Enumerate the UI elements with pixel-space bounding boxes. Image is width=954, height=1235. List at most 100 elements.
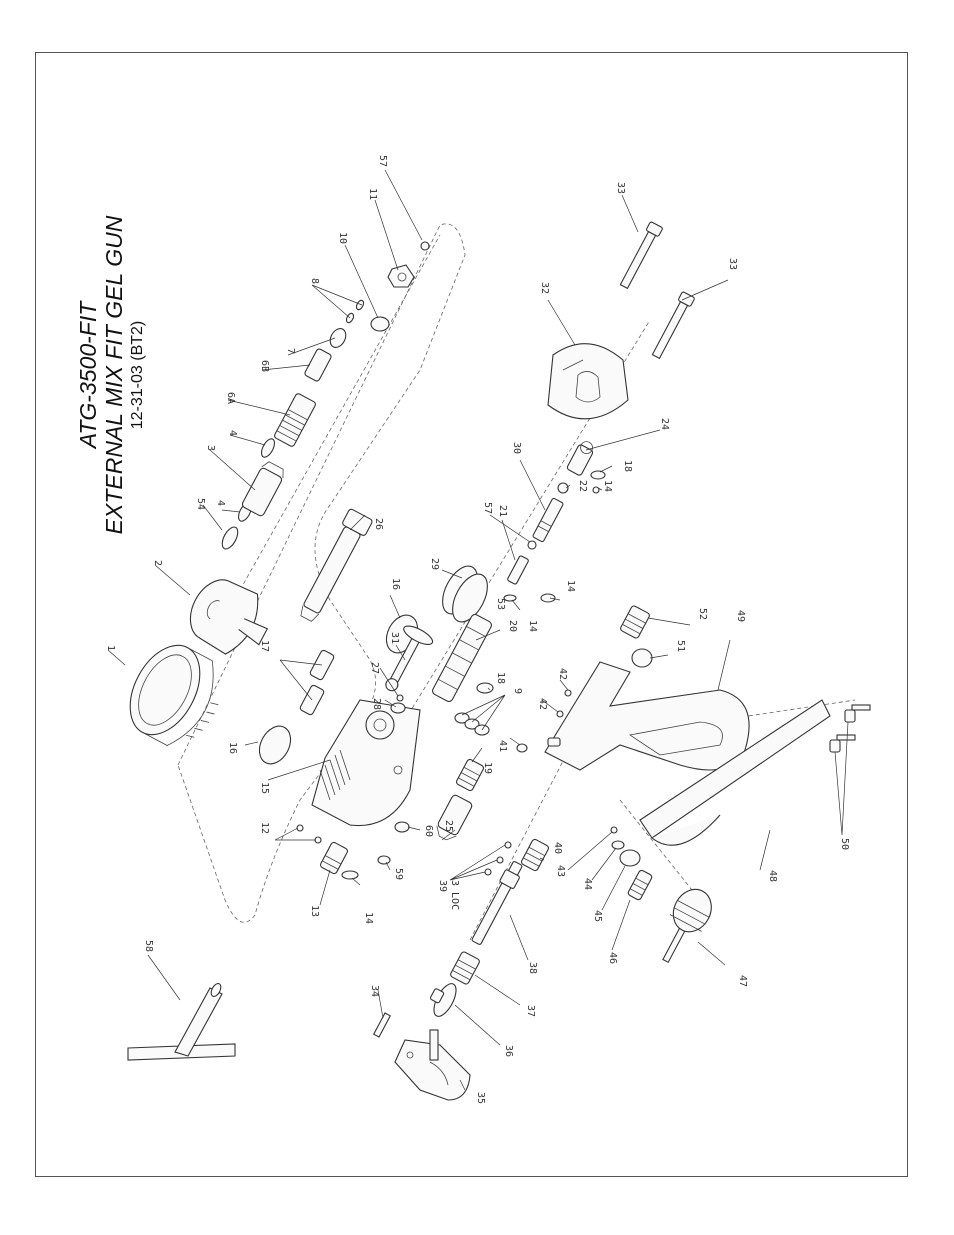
part-fitting-37 [450, 951, 481, 985]
callout-18a: 18 [622, 460, 633, 472]
part-gun-body-15 [312, 700, 420, 826]
callout-20: 20 [507, 620, 518, 632]
title-date: 12-31-03 (BT2) [129, 321, 146, 430]
part-nut-45 [620, 850, 640, 866]
part-washer-4b [259, 437, 277, 459]
callout-58: 58 [143, 940, 154, 952]
part-t-wrench-58 [128, 982, 235, 1060]
callout-19: 19 [482, 762, 493, 774]
callout-3: 3 [205, 445, 216, 451]
callout-53: 53 [495, 598, 506, 610]
part-oring-18b [477, 683, 493, 693]
callout-54: 54 [195, 498, 206, 510]
part-fitting-26 [295, 508, 373, 624]
title-block: ATG-3500-FIT EXTERNAL MIX FIT GEL GUN 12… [75, 215, 146, 534]
callout-24: 24 [659, 418, 670, 430]
callout-27: 27 [369, 662, 380, 674]
part-nozzle-25 [433, 794, 473, 843]
callout-33a: 33 [615, 182, 626, 194]
callout-16a: 16 [390, 578, 401, 590]
callout-30: 30 [511, 442, 522, 454]
part-rod-38 [469, 860, 525, 947]
callout-33b: 33 [727, 258, 738, 270]
callout-14b: 14 [565, 580, 576, 592]
callout-12: 12 [259, 822, 270, 834]
part-nozzle-3 [241, 460, 287, 517]
part-fitting-19 [455, 758, 484, 791]
callout-40: 40 [552, 842, 563, 854]
part-handle-49 [545, 662, 749, 770]
part-hex-nut-11 [388, 265, 414, 287]
part-fitting-13 [319, 841, 348, 874]
part-fitting-52 [620, 605, 651, 639]
callout-45: 45 [592, 910, 603, 922]
part-fitting-60 [395, 822, 409, 832]
callout-38: 38 [527, 962, 538, 974]
callout-11: 11 [367, 188, 378, 200]
callout-57a: 57 [377, 155, 388, 167]
part-cap-36 [424, 978, 460, 1020]
callout-14d: 14 [363, 912, 374, 924]
callout-50: 50 [839, 838, 850, 850]
callout-4b: 4 [227, 430, 238, 436]
part-fitting-24 [566, 439, 596, 477]
part-screw-33b [650, 291, 695, 359]
callout-18b: 18 [495, 672, 506, 684]
callout-31: 31 [389, 632, 400, 644]
part-oring-16b [253, 721, 297, 769]
part-stem-21 [507, 555, 529, 584]
callout-6a: 6A [225, 392, 236, 404]
callout-42b: 42 [537, 698, 548, 710]
callout-42a: 42 [557, 668, 568, 680]
part-pin-41b [548, 738, 560, 746]
callout-7: 7 [285, 348, 296, 354]
callout-14c: 14 [527, 620, 538, 632]
part-knob-47 [650, 883, 719, 970]
callout-4a: 4 [215, 500, 226, 506]
callout-13: 13 [309, 905, 320, 917]
callout-59: 59 [393, 868, 404, 880]
callout-49: 49 [735, 610, 746, 622]
callout-9: 9 [512, 688, 523, 694]
callout-1: 1 [105, 645, 116, 651]
part-trigger-35 [395, 1030, 470, 1100]
title-description: EXTERNAL MIX FIT GEL GUN [101, 215, 127, 534]
callout-44: 44 [582, 878, 593, 890]
callout-10: 10 [337, 232, 348, 244]
callout-2: 2 [152, 560, 163, 566]
part-washer-57b [528, 541, 536, 549]
callout-48: 48 [767, 870, 778, 882]
part-screw-34 [374, 1013, 391, 1037]
callout-25: 25 [443, 820, 454, 832]
callout-51: 51 [675, 640, 686, 652]
callout-32: 32 [539, 282, 550, 294]
part-spring-46 [627, 869, 653, 900]
callout-28: 28 [371, 698, 382, 710]
callout-6b: 6B [259, 360, 270, 372]
callout-22: 22 [577, 480, 588, 492]
part-threaded-fitting-6a [274, 393, 317, 447]
part-bushing-10 [371, 317, 389, 331]
callout-47: 47 [737, 975, 748, 987]
part-washer-41 [517, 744, 527, 752]
part-ball-39a [485, 869, 491, 875]
callout-17: 17 [259, 640, 270, 652]
part-washer-54 [219, 525, 241, 552]
callout-37: 37 [525, 1005, 536, 1017]
callout-14a: 14 [602, 480, 613, 492]
part-screw-50b [830, 735, 855, 752]
callout-46: 46 [607, 952, 618, 964]
callout-60: 60 [423, 825, 434, 837]
part-retaining-ring [116, 634, 236, 759]
part-washer-44 [612, 841, 624, 849]
part-ring-7 [327, 326, 349, 350]
part-screw-42a [565, 690, 571, 696]
part-ball-39c [505, 842, 511, 848]
callout-21: 21 [497, 505, 508, 517]
callout-39: 39 [437, 880, 448, 892]
callout-34: 34 [369, 985, 380, 997]
part-screw-50a [845, 705, 870, 722]
callout-43: 43 [555, 865, 566, 877]
part-ball-39b [497, 857, 503, 863]
